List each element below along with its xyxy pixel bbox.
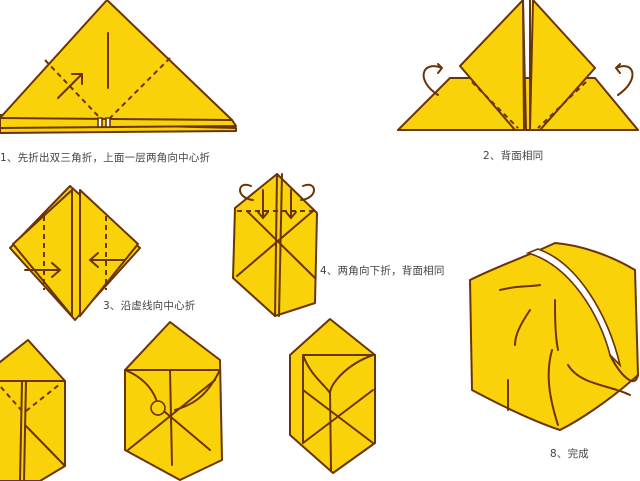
step-2-figure: [397, 0, 639, 131]
step-2-caption: 2、背面相同: [483, 150, 544, 162]
turn-over-arrow-left-icon: [422, 63, 444, 96]
step-8-figure: [469, 242, 639, 431]
step-7-figure: [289, 318, 376, 474]
step-4-caption: 4、两角向下折，背面相同: [320, 265, 445, 277]
arrow-right-icon: [24, 262, 62, 278]
arrow-left-icon: [88, 252, 126, 268]
turn-over-arrow-right-icon: [614, 63, 634, 96]
step-4-figure: [232, 173, 318, 317]
step-6-figure: [124, 321, 223, 481]
turn-over-arrow-left-icon: [239, 183, 254, 201]
step-3-figure: [9, 185, 141, 321]
step-1-figure: [0, 0, 237, 134]
turn-over-arrow-right-icon: [300, 183, 315, 201]
step-1-caption: 1、先折出双三角折，上面一层两角向中心折: [0, 152, 211, 164]
step-5-figure: [0, 339, 66, 481]
step-3-caption: 3、沿虚线向中心折: [103, 300, 196, 312]
step-8-caption: 8、完成: [550, 448, 589, 460]
